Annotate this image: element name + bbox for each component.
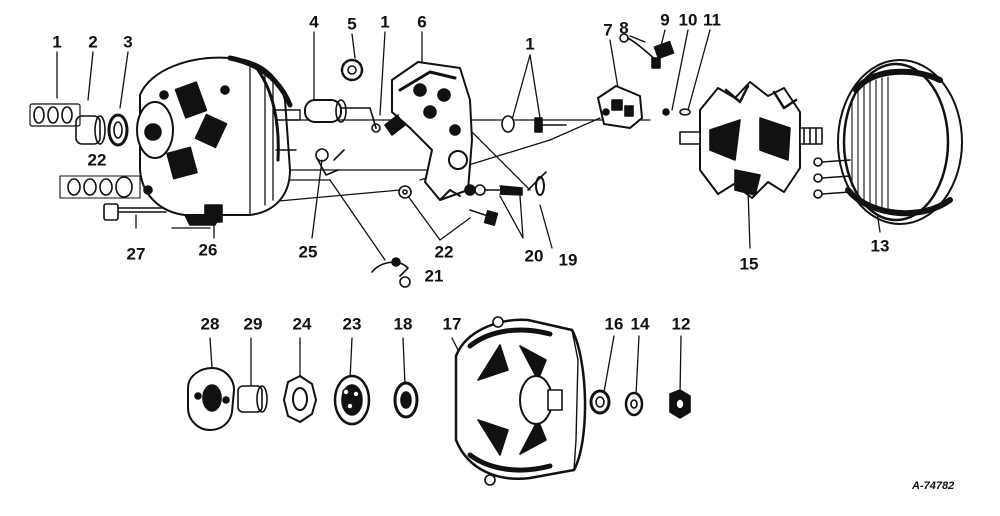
callout-25: 25 [298, 242, 318, 262]
callout-20: 20 [524, 246, 544, 266]
bearing-23 [335, 376, 369, 424]
washer-19 [528, 172, 546, 195]
callout-1: 1 [380, 12, 390, 32]
screw-10 [663, 109, 669, 115]
callout-24: 24 [292, 314, 312, 334]
callout-17: 17 [442, 314, 462, 334]
insulator-22 [399, 186, 411, 198]
callout-2: 2 [88, 32, 98, 52]
brush-lead-8 [620, 34, 660, 68]
rectifier-bridge-6 [385, 62, 472, 200]
lockwasher-washer-set-1 [30, 104, 80, 126]
retainer-plate-24 [284, 376, 316, 422]
brush-9 [654, 42, 673, 59]
reference-code: A-74782 [912, 480, 955, 492]
screw-insulator-20 [465, 185, 522, 195]
callout-5: 5 [347, 14, 357, 34]
washer-nut-set-22 [60, 176, 140, 198]
callout-7: 7 [603, 20, 613, 40]
washer-14 [626, 393, 642, 415]
spacer-29 [238, 386, 267, 412]
spacer-16 [591, 391, 609, 413]
leader-lines [57, 30, 880, 395]
callout-4: 4 [309, 12, 319, 32]
stator-13 [814, 60, 962, 224]
callout-16: 16 [604, 314, 624, 334]
callout-14: 14 [630, 314, 650, 334]
bushing-2 [76, 116, 105, 144]
lead-21 [372, 258, 410, 287]
callout-9: 9 [660, 10, 670, 30]
insulator-washer-1 [502, 116, 566, 132]
callout-18: 18 [393, 314, 413, 334]
rotor-15 [680, 82, 822, 198]
seal-3 [109, 115, 127, 145]
brush-holder-7 [598, 86, 642, 128]
callout-22: 22 [87, 150, 107, 170]
callout-19: 19 [558, 250, 578, 270]
drive-end-frame-17 [456, 317, 585, 485]
terminal-stud-26 [205, 205, 222, 222]
bolt-22 [470, 210, 497, 225]
callout-27: 27 [126, 244, 146, 264]
pin-11 [680, 109, 690, 115]
callout-1: 1 [52, 32, 62, 52]
callout-10: 10 [678, 10, 698, 30]
callout-23: 23 [342, 314, 362, 334]
callout-26: 26 [198, 240, 218, 260]
callout-15: 15 [739, 254, 759, 274]
callout-28: 28 [200, 314, 220, 334]
callout-12: 12 [671, 314, 691, 334]
callout-22: 22 [434, 242, 454, 262]
slip-ring-end-frame [137, 58, 300, 225]
callout-29: 29 [243, 314, 263, 334]
callout-13: 13 [870, 236, 890, 256]
bearing-retainer-28 [188, 368, 234, 430]
lockwasher-5 [342, 60, 362, 80]
callout-3: 3 [123, 32, 133, 52]
clip-25 [316, 149, 344, 175]
callout-6: 6 [417, 12, 427, 32]
callout-11: 11 [703, 10, 721, 30]
capacitor-4 [305, 100, 380, 132]
callout-8: 8 [619, 18, 629, 38]
callout-21: 21 [424, 266, 444, 286]
callout-1: 1 [525, 34, 535, 54]
nut-12 [670, 390, 690, 418]
seal-18 [395, 383, 417, 417]
thru-bolt-27 [104, 204, 166, 220]
